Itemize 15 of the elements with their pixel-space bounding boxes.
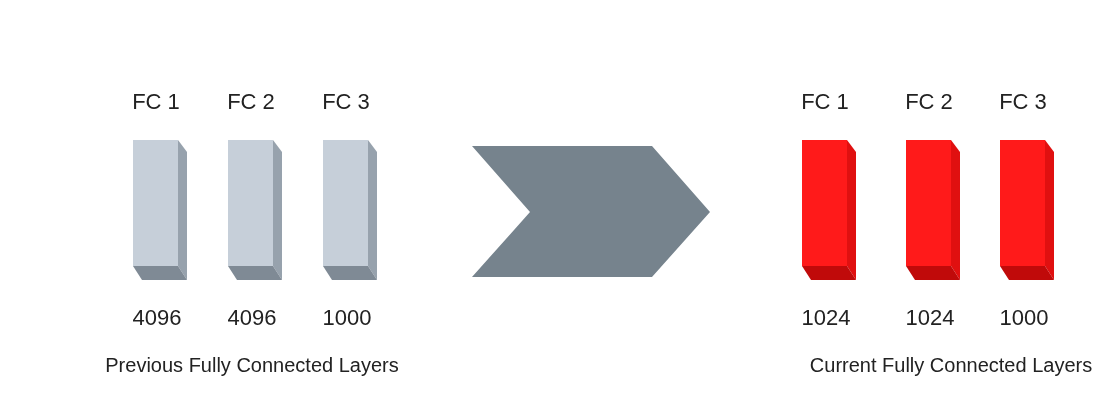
unit-count: 1024 — [905, 304, 956, 332]
layer-name: FC 1 — [801, 88, 850, 116]
unit-count: 4096 — [132, 304, 183, 332]
layer-name: FC 3 — [322, 88, 371, 116]
layer-name: FC 3 — [999, 88, 1048, 116]
layer-name: FC 2 — [905, 88, 954, 116]
unit-count: 1000 — [999, 304, 1050, 332]
unit-count: 1024 — [801, 304, 852, 332]
chevron-arrow — [472, 146, 710, 277]
unit-count: 1000 — [322, 304, 373, 332]
caption: Previous Fully Connected Layers — [105, 353, 399, 378]
caption: Current Fully Connected Layers — [809, 353, 1093, 378]
layer-name: FC 1 — [132, 88, 181, 116]
layer-name: FC 2 — [227, 88, 276, 116]
unit-count: 4096 — [227, 304, 278, 332]
